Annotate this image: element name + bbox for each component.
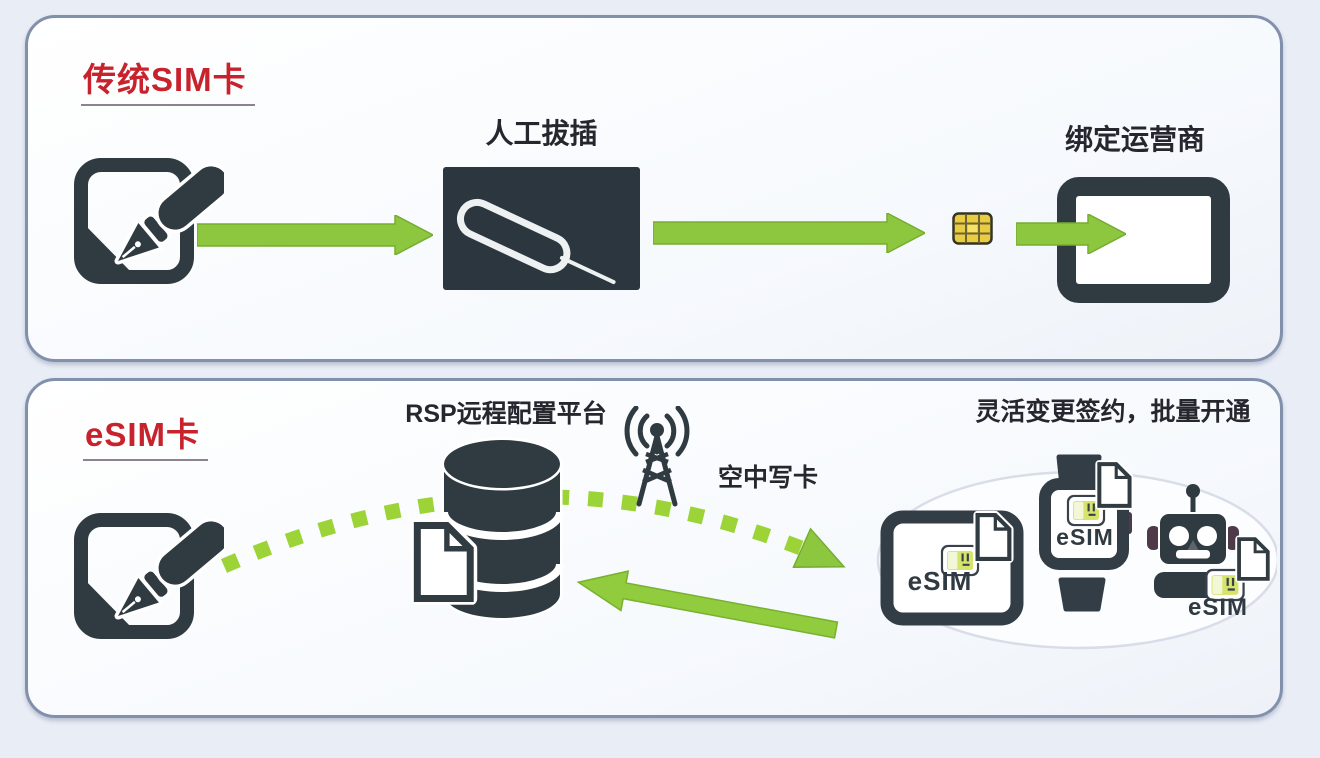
rsp-platform-label: RSP远程配置平台 bbox=[405, 400, 607, 428]
dotted-arrowhead bbox=[792, 527, 846, 568]
document-icon bbox=[1239, 539, 1268, 579]
esim-badge: eSIM bbox=[1187, 594, 1248, 621]
flexible-label: 灵活变更签约，批量开通 bbox=[975, 398, 1251, 426]
sim-chip-icon bbox=[952, 212, 993, 245]
document-icon bbox=[978, 515, 1010, 559]
esim-watch-icon bbox=[1039, 454, 1138, 612]
flow-arrow-2 bbox=[653, 213, 925, 253]
manual-step-label: 人工拔插 bbox=[485, 118, 598, 149]
esim-badge: eSIM bbox=[1056, 524, 1114, 550]
carrier-bind-label: 绑定运营商 bbox=[1064, 124, 1205, 155]
document-icon bbox=[1099, 464, 1129, 506]
panel-title: 传统SIM卡 bbox=[81, 53, 255, 106]
sign-contract-icon bbox=[74, 158, 224, 284]
dotted-ota-arrow bbox=[220, 489, 809, 573]
profile-document-icon bbox=[408, 518, 478, 606]
sim-ejector-box bbox=[443, 167, 640, 290]
flow-arrow-3 bbox=[1016, 214, 1126, 254]
antenna-icon bbox=[624, 406, 690, 507]
flow-arrow-1 bbox=[197, 215, 433, 255]
esim-tablet-icon bbox=[880, 510, 1024, 626]
sign-contract-icon bbox=[74, 513, 224, 639]
return-arrow bbox=[576, 570, 839, 639]
ota-label: 空中写卡 bbox=[717, 464, 818, 492]
esim-badge: eSIM bbox=[907, 566, 973, 596]
panel-title: eSIM卡 bbox=[83, 408, 209, 461]
sim-ejector-pin-icon bbox=[456, 198, 616, 285]
esim-robot-icon bbox=[1147, 484, 1276, 602]
